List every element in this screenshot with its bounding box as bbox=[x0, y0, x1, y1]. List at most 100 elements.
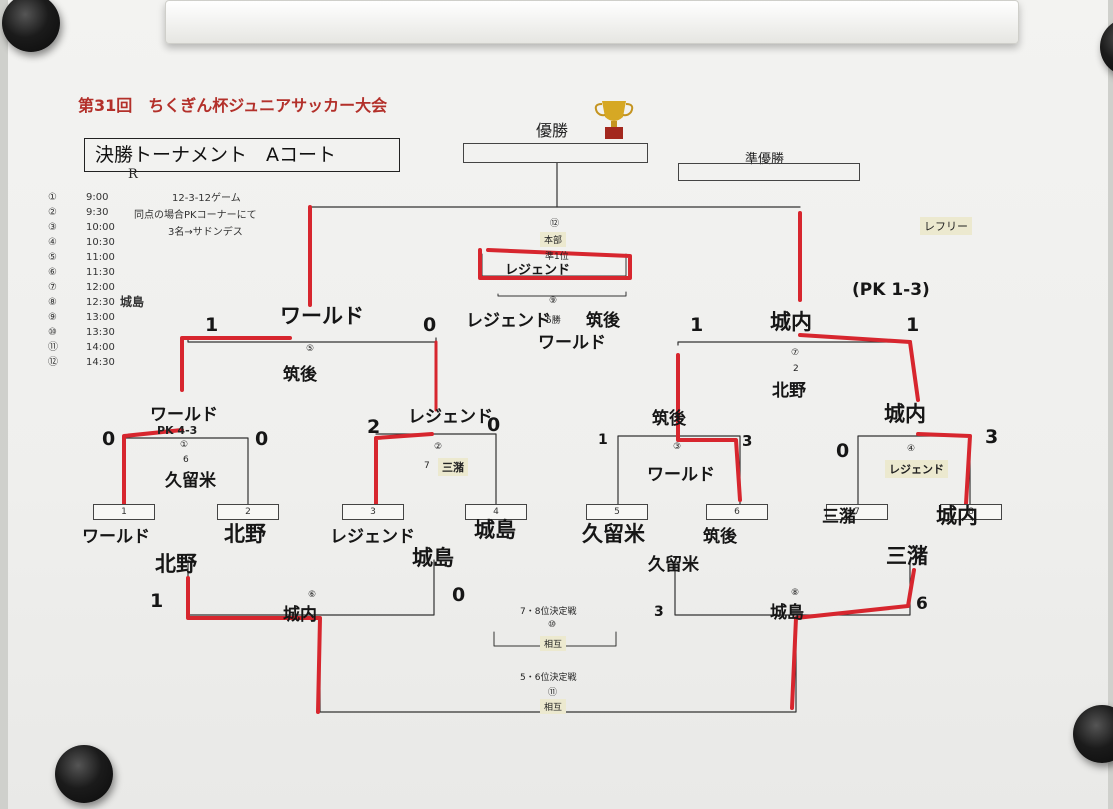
schedule-time: 9:00 bbox=[86, 192, 109, 203]
magnet-top-right bbox=[1100, 18, 1113, 76]
semi-right-opp-score: 1 bbox=[906, 314, 920, 336]
qf1-ref-num: 6 bbox=[183, 455, 189, 465]
qf4-winner: 城内 bbox=[884, 402, 926, 426]
cons-left-score-a: 1 bbox=[150, 590, 164, 612]
cons-right-red bbox=[790, 568, 916, 710]
cons-left-team-b: 城島 bbox=[412, 546, 454, 570]
schedule-time: 10:30 bbox=[86, 237, 115, 248]
semi-left-team: ワールド bbox=[280, 304, 364, 328]
schedule-row: ⑥ 11:30 bbox=[48, 265, 144, 280]
qf4-left-score: 0 bbox=[836, 440, 850, 462]
third-bracket-line bbox=[497, 291, 627, 297]
qf4-red bbox=[916, 432, 972, 506]
slot-8-team: 城内 bbox=[936, 504, 978, 528]
schedule-time: 13:30 bbox=[86, 327, 115, 338]
schedule-number: ④ bbox=[48, 237, 57, 248]
semi-right-score: 1 bbox=[690, 314, 704, 336]
slot-1-team: ワールド bbox=[82, 527, 150, 547]
cons-right-team-a: 久留米 bbox=[648, 555, 699, 575]
schedule-number: ⑩ bbox=[48, 327, 57, 338]
cons-right-referee: 城島 bbox=[770, 603, 804, 623]
place-78-referee: 相互 bbox=[540, 636, 567, 651]
slot-7: 7 bbox=[826, 504, 888, 520]
place-56-referee: 相互 bbox=[540, 699, 567, 714]
cons-right-team-b: 三潴 bbox=[886, 544, 928, 568]
semi-right-red bbox=[908, 340, 920, 402]
cons-left-score-b: 0 bbox=[452, 584, 466, 606]
slot-1: 1 bbox=[93, 504, 155, 520]
schedule-note: 城島 bbox=[120, 295, 145, 309]
third-place-left: レジェンド bbox=[466, 311, 551, 331]
referee-mark: R bbox=[128, 167, 138, 182]
semi-right-ref-num: 2 bbox=[793, 364, 799, 374]
cons-right-number: ⑧ bbox=[791, 588, 800, 598]
cons-left-number: ⑥ bbox=[308, 590, 317, 600]
semi-right-referee: 北野 bbox=[772, 381, 806, 401]
schedule-number: ⑥ bbox=[48, 267, 57, 278]
qf1-number: ① bbox=[180, 440, 189, 450]
runnerup-box bbox=[678, 163, 860, 181]
qf4-right-score: 3 bbox=[985, 426, 999, 448]
slot-8: 8 bbox=[940, 504, 1002, 520]
qf1-bracket bbox=[123, 437, 249, 505]
final-winner: レジェンド bbox=[505, 263, 571, 278]
final-referee-2: 準1位 bbox=[545, 252, 569, 262]
qf1-red bbox=[122, 428, 184, 506]
qf1-winner: ワールド bbox=[150, 405, 218, 425]
slot-5: 5 bbox=[586, 504, 648, 520]
semi-left-score: 1 bbox=[205, 314, 219, 336]
semi-left-referee: 筑後 bbox=[283, 365, 317, 385]
place-56-number: ⑪ bbox=[548, 688, 558, 698]
slot-6: 6 bbox=[706, 504, 768, 520]
schedule-number: ⑧ bbox=[48, 297, 57, 308]
semi-right-number: ⑦ bbox=[791, 348, 800, 358]
qf2-left-score: 2 bbox=[367, 416, 381, 438]
schedule-row: ⑦ 12:00 bbox=[48, 280, 144, 295]
schedule-time: 12:00 bbox=[86, 282, 115, 293]
place-56-label: 5・6位決定戦 bbox=[520, 673, 577, 683]
schedule-number: ③ bbox=[48, 222, 57, 233]
champion-label: 優勝 bbox=[536, 121, 569, 140]
slot-2-team: 北野 bbox=[224, 522, 266, 546]
court-title: 決勝トーナメント Aコート bbox=[84, 138, 400, 172]
schedule-number: ⑨ bbox=[48, 312, 57, 323]
schedule-time: 12:30 bbox=[86, 297, 115, 308]
qf1-referee: 久留米 bbox=[165, 471, 216, 491]
slot-4: 4 bbox=[465, 504, 527, 520]
schedule-number: ① bbox=[48, 192, 57, 203]
semi-left-opp-score: 0 bbox=[423, 314, 437, 336]
qf4-referee: レジェンド bbox=[885, 460, 948, 478]
schedule-number: ⑪ bbox=[48, 342, 58, 353]
schedule-time: 10:00 bbox=[86, 222, 115, 233]
semi-right-top-red bbox=[798, 333, 912, 344]
qf2-referee: 三潴 bbox=[438, 458, 468, 476]
schedule-number: ② bbox=[48, 207, 57, 218]
rule-line: 3名→サドンデス bbox=[168, 227, 243, 238]
third-place-number: ⑨ bbox=[549, 296, 558, 306]
schedule-number: ⑦ bbox=[48, 282, 57, 293]
schedule-row: ① 9:00 bbox=[48, 190, 144, 205]
qf2-winner: レジェンド bbox=[408, 407, 493, 427]
schedule-time: 14:30 bbox=[86, 357, 115, 368]
rules-text: 12-3-12ゲーム 同点の場合PKコーナーにて 3名→サドンデス bbox=[134, 190, 257, 241]
final-number: ⑫ bbox=[550, 219, 560, 229]
third-place-right: 筑後 bbox=[586, 311, 620, 331]
semi-left-number: ⑤ bbox=[306, 344, 315, 354]
qf1-left-score: 0 bbox=[102, 428, 116, 450]
schedule-row: ② 9:30 bbox=[48, 205, 144, 220]
schedule-row: ④ 10:30 bbox=[48, 235, 144, 250]
qf1-pk: PK 4-3 bbox=[157, 424, 198, 437]
schedule-number: ⑤ bbox=[48, 252, 57, 263]
slot-3: 3 bbox=[342, 504, 404, 520]
schedule-time: 11:30 bbox=[86, 267, 115, 278]
qf4-number: ④ bbox=[907, 444, 916, 454]
cons-left-team-a: 北野 bbox=[155, 552, 197, 576]
schedule-time: 9:30 bbox=[86, 207, 109, 218]
slot-5-team: 久留米 bbox=[582, 522, 645, 546]
tournament-title: 第31回 ちくぎん杯ジュニアサッカー大会 bbox=[78, 96, 388, 115]
semi-left-red bbox=[180, 336, 292, 392]
